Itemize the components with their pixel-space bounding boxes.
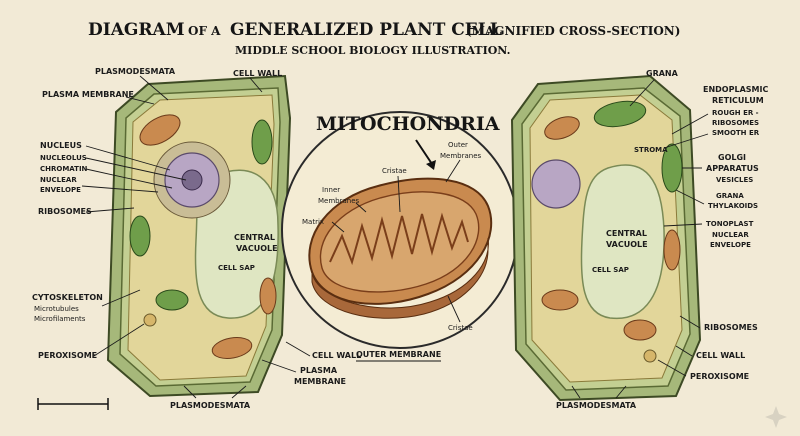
label-cristae-top: Cristae [382,167,407,175]
label-plasmodesmata-bottom-left: PLASMODESMATA [170,401,251,410]
sparkle-icon [765,406,787,428]
title-paren: (MAGNIFIED CROSS-SECTION) [466,24,680,38]
label-outer-membrane: OUTER MEMBRANE [356,350,441,359]
title-prefix: DIAGRAM [88,20,185,40]
label-envelope: ENVELOPE [40,186,81,194]
label-apparatus: APPARATUS [706,164,759,173]
title-of-a: OF A [188,24,221,38]
label-cell-wall-top: CELL WALL [233,69,282,78]
label-grana-2: GRANA [716,192,744,200]
left-mitochondrion-right [260,278,276,314]
label-ribosomes-right: RIBOSOMES [704,323,758,332]
label-nuclear-right: NUCLEAR [712,231,749,239]
label-central-right: CENTRAL [606,229,647,238]
leader-cell-wall-bottom-left [286,342,310,356]
label-nuclear: NUCLEAR [40,176,77,184]
label-rough-er: ROUGH ER - [712,109,759,117]
label-grana: GRANA [646,69,679,78]
label-outer: Outer [448,141,468,149]
right-mitochondrion-bottom [624,320,656,340]
label-microfilaments: Microfilaments [34,315,86,323]
label-microtubules: Microtubules [34,305,79,313]
label-smooth-er: SMOOTH ER [712,129,760,137]
right-mitochondrion-side [664,230,680,270]
label-golgi: GOLGI [718,153,746,162]
scale-bar [38,398,108,410]
label-rough-er-ribosomes: RIBOSOMES [712,119,759,127]
label-plasmodesmata-right: PLASMODESMATA [556,401,637,410]
label-cristae-bottom: Cristae [448,324,473,332]
label-plasma-left: PLASMA [300,366,338,375]
label-ribosomes-left: RIBOSOMES [38,207,92,216]
label-plasma-membrane-top: PLASMA MEMBRANE [42,90,134,99]
label-cytoskeleton: CYTOSKELETON [32,293,103,302]
label-tonoplast: TONOPLAST [706,220,754,228]
label-thylakoids: THYLAKOIDS [708,202,758,210]
left-chloroplast-bottom [156,290,188,310]
label-plasmodesmata-top: PLASMODESMATA [95,67,176,76]
left-chloroplast-right [252,120,272,164]
right-nucleus [532,160,580,208]
right-mitochondrion-bottom-left [542,290,578,310]
label-endoplasmic: ENDOPLASMIC [703,85,768,94]
label-membrane-left: MEMBRANE [294,377,346,386]
label-vacuole-right: VACUOLE [606,240,648,249]
label-cell-wall-bottom-left: CELL WALL [312,351,361,360]
label-vacuole-left: VACUOLE [236,244,278,253]
label-stroma: STROMA [634,146,668,154]
label-matrix: Matrix [302,218,324,226]
label-peroxisome-left: PEROXISOME [38,351,97,360]
title-main: GENERALIZED PLANT CELL [230,20,502,40]
label-cell-sap-left: CELL SAP [218,264,255,272]
label-inner-membranes: Membranes [318,197,360,205]
label-chromatin: CHROMATIN [40,165,88,173]
label-outer-membranes: Membranes [440,152,482,160]
label-inner: Inner [322,186,340,194]
label-cell-wall-right: CELL WALL [696,351,745,360]
label-reticulum: RETICULUM [712,96,764,105]
label-vesicles: VESICLES [716,176,753,184]
label-peroxisome-right: PEROXISOME [690,372,749,381]
right-peroxisome [644,350,656,362]
label-cell-sap-right: CELL SAP [592,266,629,274]
subtitle: MIDDLE SCHOOL BIOLOGY ILLUSTRATION. [235,44,511,57]
right-plant-cell: GRANA ENDOPLASMIC RETICULUM ROUGH ER - R… [512,69,768,410]
label-nucleolus: NUCLEOLUS [40,154,87,162]
mitochondria-title: MITOCHONDRIA [316,113,500,135]
left-chloroplast [130,216,150,256]
label-envelope-right: ENVELOPE [710,241,751,249]
mitochondria-inset: MITOCHONDRIA Outer Membranes Cristae Inn… [282,112,518,361]
left-peroxisome [144,314,156,326]
label-nucleus: NUCLEUS [40,141,82,150]
label-central-left: CENTRAL [234,233,275,242]
